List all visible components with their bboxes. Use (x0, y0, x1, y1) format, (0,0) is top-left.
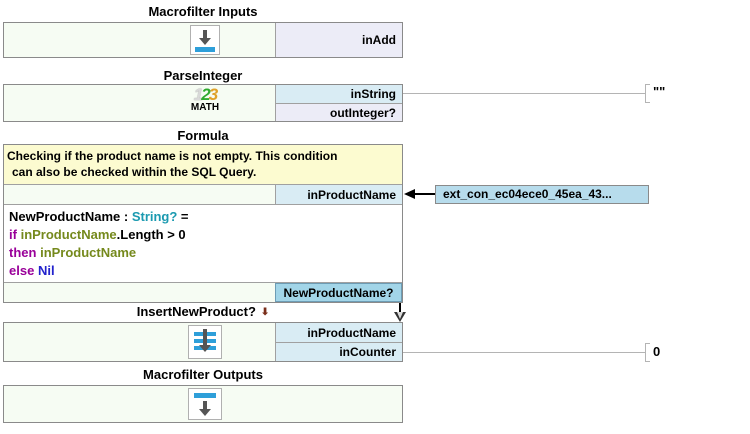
macrofilter-outputs-block[interactable] (3, 385, 403, 423)
insert-new-product-block[interactable]: inProductName inCounter (3, 322, 403, 362)
insert-title-text: InsertNewProduct? (136, 304, 256, 319)
block-title-formula: Formula (177, 128, 229, 143)
incounter-connection-line[interactable] (403, 352, 645, 353)
newproductname-connection-line[interactable] (399, 303, 401, 313)
macrofilter-inputs-block[interactable]: inAdd (3, 22, 403, 58)
port-inAdd[interactable]: inAdd (275, 23, 402, 57)
formula-block[interactable]: Checking if the product name is not empt… (3, 144, 403, 303)
subfilter-down-arrow-icon: ⬇ (260, 307, 270, 318)
down-arrow-shaft (203, 401, 207, 409)
comment-line-1: Checking if the product name is not empt… (7, 149, 338, 163)
down-arrow-head (199, 345, 211, 352)
port-outInteger[interactable]: outInteger? (275, 103, 402, 121)
formula-comment[interactable]: Checking if the product name is not empt… (4, 145, 402, 185)
input-bar (195, 47, 215, 52)
down-arrow-head (199, 409, 211, 416)
comment-line-2: can also be checked within the SQL Query… (12, 165, 257, 179)
formula-code[interactable]: NewProductName : String? = if inProductNa… (4, 205, 402, 283)
instring-connection-line[interactable] (403, 93, 645, 94)
formula-code-line: then inProductName (9, 245, 137, 260)
formula-code-line: else Nil (9, 263, 55, 278)
formula-code-line: NewProductName : String? = (9, 209, 189, 224)
insert-record-icon (188, 325, 222, 359)
down-arrow-shaft (203, 30, 207, 39)
macrofilter-output-icon (188, 388, 222, 420)
block-title-macrofilter-inputs: Macrofilter Inputs (148, 4, 258, 19)
macrofilter-input-icon (190, 25, 220, 55)
incounter-const-value[interactable]: 0 (653, 344, 661, 359)
instring-const-bracket (645, 84, 650, 103)
instring-const-value[interactable]: "" (653, 84, 666, 99)
block-title-insert-new-product: InsertNewProduct? ⬇ (3, 305, 403, 319)
formula-code-line: if inProductName.Length > 0 (9, 227, 186, 242)
formula-input-row: inProductName (4, 185, 402, 205)
formula-output-row: NewProductName? (4, 283, 402, 302)
parse-integer-block[interactable]: 123 MATH inString outInteger? (3, 84, 403, 122)
block-title-macrofilter-outputs: Macrofilter Outputs (143, 367, 263, 382)
math-category-icon: 123 MATH (185, 86, 225, 122)
down-arrow-shaft (203, 329, 207, 345)
incounter-const-bracket (645, 343, 650, 362)
optional-connection-arrowhead-fill (396, 312, 403, 319)
down-arrow-head (199, 38, 211, 45)
ext-connection-arrowhead-icon (404, 189, 415, 199)
math-icon-digits: 123 (193, 85, 219, 104)
port-insert-inProductName[interactable]: inProductName (275, 323, 402, 342)
port-inProductName[interactable]: inProductName (275, 185, 402, 204)
port-NewProductName[interactable]: NewProductName? (275, 283, 402, 302)
block-title-parse-integer: ParseInteger (163, 68, 243, 83)
port-inCounter[interactable]: inCounter (275, 342, 402, 361)
ext-connection-label[interactable]: ext_con_ec04ece0_45ea_43... (435, 185, 649, 204)
port-inString[interactable]: inString (275, 85, 402, 103)
math-icon-label: MATH (190, 102, 220, 113)
output-bar (194, 393, 216, 398)
ext-connection-line[interactable] (415, 193, 435, 195)
